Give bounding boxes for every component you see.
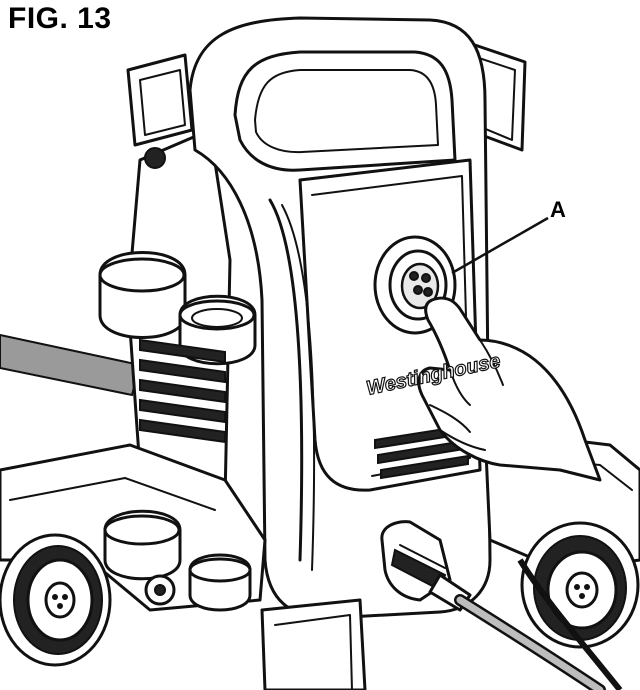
hose-left: [0, 333, 142, 397]
left-wheel: [0, 533, 112, 667]
hand-illustration: [417, 296, 602, 482]
hose-connector: [380, 520, 472, 612]
callout-label-a: A: [550, 197, 566, 222]
callout-leader-line: [451, 216, 549, 275]
handle-opening: [233, 50, 457, 172]
figure-title: FIG. 13: [8, 2, 112, 35]
side-vents: [139, 338, 226, 444]
